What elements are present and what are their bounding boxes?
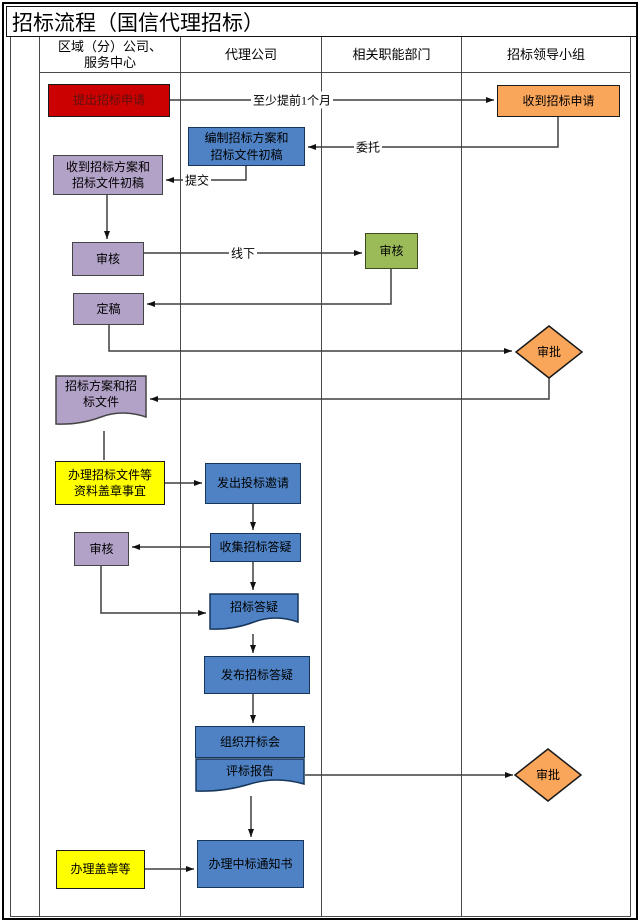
node-draft-bid-documents: 编制招标方案和 招标文件初稿 (188, 127, 305, 166)
node-review-2: 审核 (74, 532, 129, 566)
edge-label-advance-one-month: 至少提前1个月 (250, 91, 334, 109)
lane-divider-2 (321, 37, 322, 917)
node-label: 审批 (535, 767, 560, 782)
node-label: 收到招标方案和 招标文件初稿 (65, 159, 150, 190)
node-review-company: 审核 (72, 242, 144, 276)
node-receive-draft-documents: 收到招标方案和 招标文件初稿 (53, 155, 163, 195)
node-label: 定稿 (96, 301, 121, 316)
table-right-line (630, 37, 631, 917)
lane-header-leading-group: 招标领导小组 (506, 46, 585, 62)
node-label: 招标方案和招 标文件 (64, 379, 137, 410)
table-bottom-line (10, 916, 631, 917)
lane-header-functional-dept: 相关职能部门 (352, 46, 431, 62)
node-label: 组织开标会 (219, 734, 280, 749)
node-label: 收到招标申请 (522, 93, 595, 108)
diamond-shape (513, 748, 583, 802)
node-label: 办理盖章等 (70, 862, 131, 877)
node-review-functional-dept: 审核 (365, 233, 418, 269)
node-label: 评标报告 (225, 764, 274, 778)
lane-divider-3 (461, 37, 462, 917)
node-label: 办理招标文件等 资料盖章事宜 (67, 467, 152, 498)
node-label: 审核 (95, 251, 120, 266)
node-publish-bid-qa: 发布招标答疑 (204, 656, 310, 694)
node-label: 审批 (536, 344, 561, 359)
node-label: 审核 (89, 541, 114, 556)
header-underline (39, 72, 631, 73)
node-label: 办理中标通知书 (208, 856, 293, 871)
document-shape (209, 593, 299, 630)
node-label: 发出投标邀请 (216, 476, 289, 491)
node-finalize-draft: 定稿 (73, 293, 144, 325)
edge-label-offline: 线下 (228, 244, 258, 262)
node-collect-bid-qa: 收集招标答疑 (210, 533, 301, 562)
lane-divider-1 (180, 37, 181, 917)
node-approve-2-diamond: 审批 (513, 747, 583, 803)
node-label: 编制招标方案和 招标文件初稿 (204, 131, 289, 162)
lane-header-region-company: 区域（分）公司、 服务中心 (57, 38, 162, 70)
lane-divider-0 (39, 37, 40, 917)
document-shape (195, 758, 305, 792)
node-stamp-etc: 办理盖章等 (56, 850, 145, 889)
node-label: 收集招标答疑 (219, 540, 292, 555)
table-left-line (10, 37, 11, 917)
doc-bid-plan-documents: 招标方案和招 标文件 (55, 375, 147, 431)
edge-label-entrust: 委托 (353, 138, 383, 156)
document-shape (55, 375, 147, 425)
node-label: 招标答疑 (229, 600, 278, 614)
page-title: 招标流程（国信代理招标） (6, 6, 637, 37)
node-label: 审核 (379, 243, 404, 258)
node-label: 提出招标申请 (72, 93, 145, 108)
node-send-bid-invitation: 发出投标邀请 (205, 463, 301, 504)
node-approve-1-diamond: 审批 (514, 324, 584, 380)
node-receive-bid-request: 收到招标申请 (497, 85, 620, 117)
node-bid-opening-meeting: 组织开标会 (195, 726, 305, 758)
node-award-notice: 办理中标通知书 (197, 840, 304, 888)
doc-evaluation-report: 评标报告 (195, 758, 305, 798)
doc-bid-qa: 招标答疑 (209, 593, 299, 635)
node-label: 发布招标答疑 (220, 667, 293, 682)
edge-label-submit: 提交 (182, 171, 212, 189)
lane-header-agency-company: 代理公司 (224, 46, 277, 62)
node-stamp-bid-documents: 办理招标文件等 资料盖章事宜 (55, 461, 165, 505)
node-submit-bid-request: 提出招标申请 (48, 84, 170, 117)
